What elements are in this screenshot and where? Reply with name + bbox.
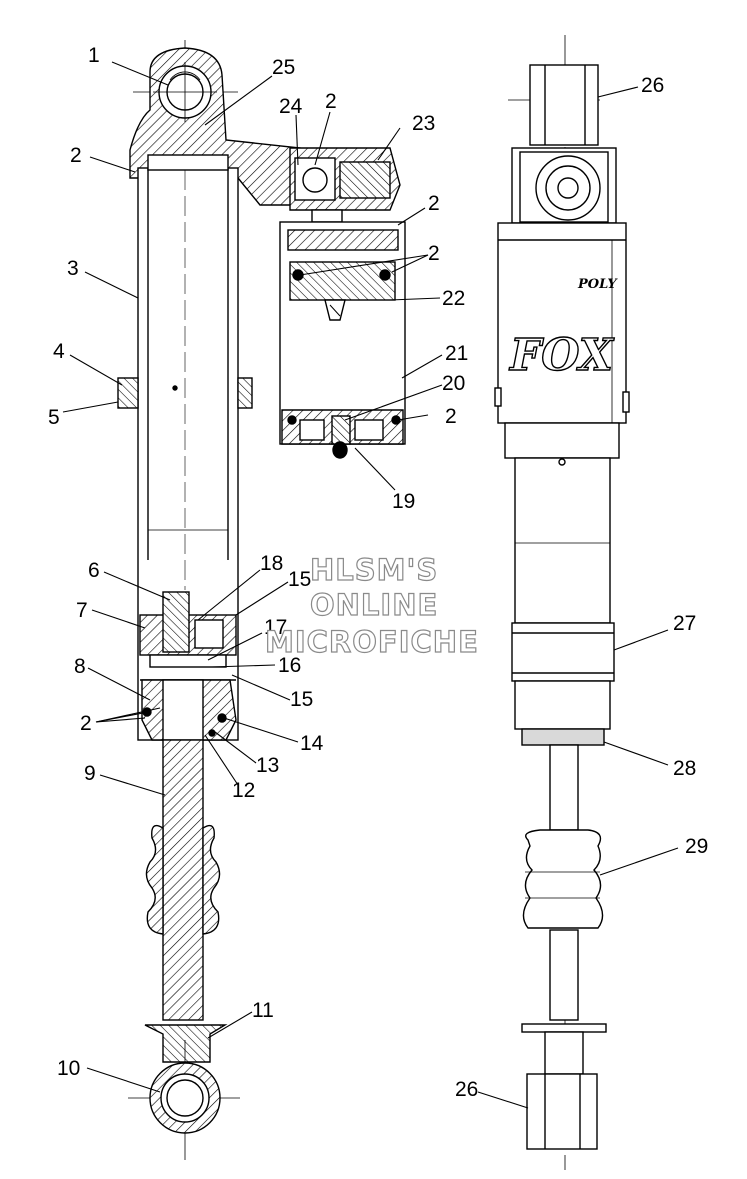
callout-18: 18 [260,552,283,575]
callout-2: 2 [445,405,457,428]
callout-3: 3 [67,257,79,280]
seal-ring [521,728,605,746]
callout-2: 2 [80,712,92,735]
callout-13: 13 [256,754,279,777]
callout-labels: 1 25 24 2 23 2 2 2 22 3 4 5 21 20 2 19 6… [48,44,708,1101]
callout-2: 2 [428,192,440,215]
callout-5: 5 [48,406,60,429]
bump-stop-right [202,824,221,935]
external-shaft [549,744,579,831]
watermark-line-1: HLSM'S [310,553,438,587]
callout-14: 14 [300,732,324,755]
ifp-piston [289,261,396,301]
schrader-valve [332,441,348,459]
watermark-line-2: ONLINE [310,588,438,622]
callout-23: 23 [412,112,435,135]
bottom-mount-sleeve [526,1073,598,1150]
callout-20: 20 [442,372,465,395]
leader-lines [62,61,679,1109]
callout-27: 27 [673,612,696,635]
callout-12: 12 [232,779,255,802]
callout-7: 7 [76,599,88,622]
external-body-tube [514,457,611,624]
callout-15: 15 [288,568,311,591]
callout-4: 4 [53,340,65,363]
top-mount-sleeve [529,64,599,146]
lower-washer [521,1023,607,1033]
callout-1: 1 [88,44,100,67]
callout-9: 9 [84,762,96,785]
callout-22: 22 [442,287,465,310]
callout-28: 28 [673,757,696,780]
callout-21: 21 [445,342,468,365]
shaft [162,739,204,1021]
callout-17: 17 [264,616,287,639]
external-collar [504,422,620,459]
callout-26: 26 [455,1078,478,1101]
callout-6: 6 [88,559,100,582]
callout-8: 8 [74,655,86,678]
reservoir-body [279,221,406,445]
callout-2: 2 [325,90,337,113]
callout-15: 15 [290,688,313,711]
callout-16: 16 [278,654,301,677]
callout-24: 24 [279,95,303,118]
callout-29: 29 [685,835,708,858]
bump-stop-left [145,824,164,935]
external-bump-stop [522,829,604,929]
reservoir-assembly [279,147,406,459]
callout-10: 10 [57,1057,80,1080]
callout-2: 2 [428,242,440,265]
callout-26: 26 [641,74,664,97]
external-body-cap [497,222,627,424]
watermark-line-3: MICROFICHE [265,625,479,659]
watermark: HLSM'S ONLINE MICROFICHE [264,552,479,659]
brand-sub: POLY [577,277,618,292]
callout-11: 11 [252,999,274,1022]
external-shock-view [494,35,630,1170]
brand-logo: FOX [508,330,615,381]
preload-collar-left [117,377,139,409]
callout-25: 25 [272,56,295,79]
callout-19: 19 [392,490,415,513]
preload-collar-right [237,377,253,409]
sectioned-shock-assembly [117,40,301,1160]
callout-2: 2 [70,144,82,167]
